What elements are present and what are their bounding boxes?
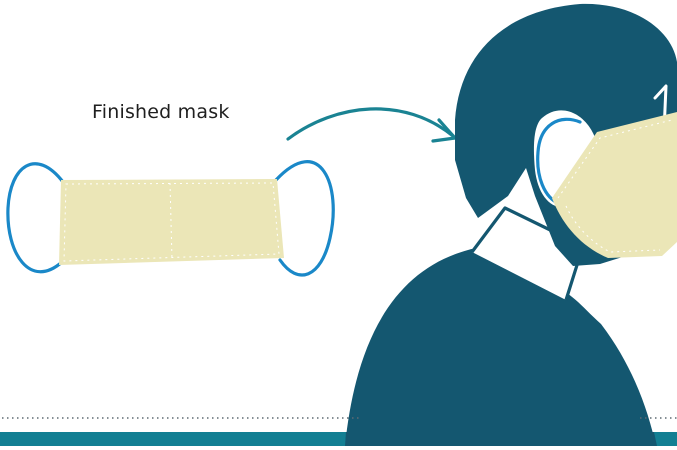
person-body (345, 248, 656, 446)
curved-arrow-icon (288, 109, 455, 141)
mask-fabric (59, 179, 284, 265)
person-wearing-mask-icon (345, 4, 677, 446)
arrow-curve (288, 109, 453, 139)
flat-mask-icon (8, 162, 333, 275)
finished-mask-caption: Finished mask (92, 101, 230, 123)
person-body-overlap (345, 432, 657, 446)
right-ear-loop (276, 162, 333, 275)
left-ear-loop (8, 164, 63, 272)
